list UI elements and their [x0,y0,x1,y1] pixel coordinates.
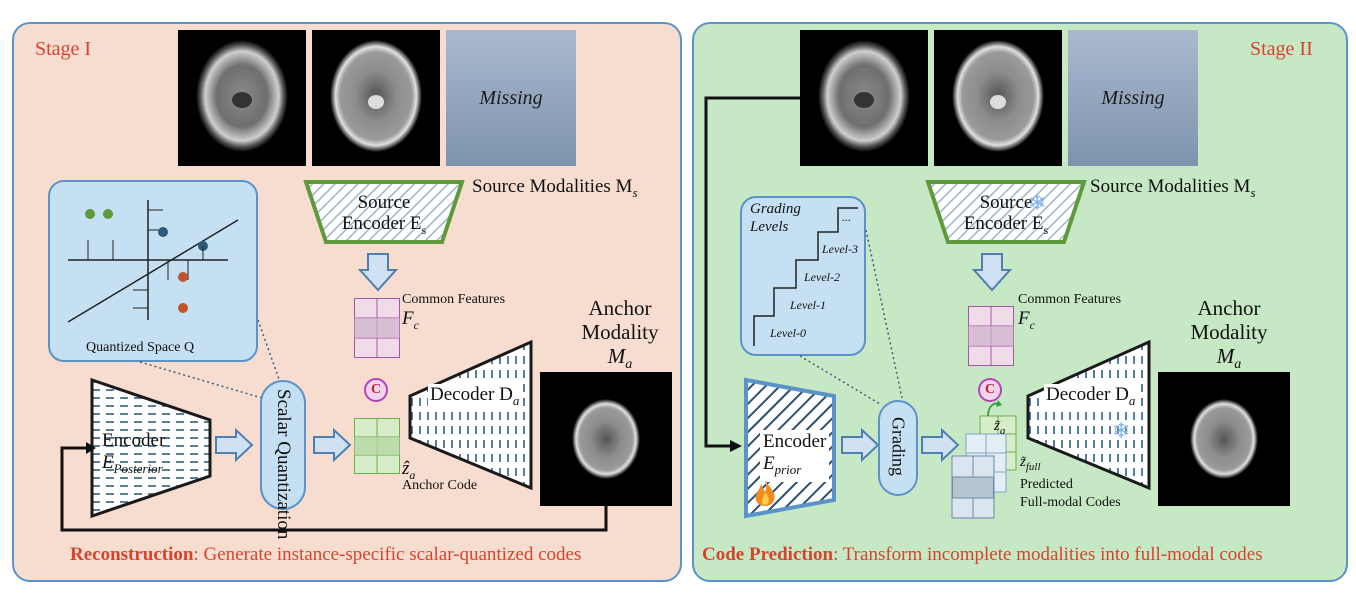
source-modalities-label: Source Modalities Ms [1090,176,1256,200]
anchor-code-label: Anchor Code [402,478,478,493]
down-arrow-icon [971,253,1013,292]
encoder-posterior-label: Encoder EPosterior [102,430,166,476]
right-arrow-icon [215,427,254,463]
source-encoder-shape [925,180,1087,244]
encoder-prior-label: Encoder Eprior [760,430,830,482]
anchor-mri-image [540,372,672,506]
level-more-label: ... [842,210,851,224]
scalar-quantization-pill [260,380,306,510]
common-features-label: Common Features [1018,292,1122,307]
za-label: z̃a [994,418,1006,437]
anchor-modality-label: Anchor Modality Ma [581,296,659,373]
feedback-loop-arrow [60,442,608,532]
mri-t1-image [178,30,306,166]
common-features-label: Common Features [402,292,506,307]
source-encoder-shape [303,180,465,244]
dotted-link-lines [139,319,281,399]
quantized-space-plot [67,200,239,323]
fc-label: Fc [1018,308,1035,332]
concat-icon: C [364,378,388,402]
fire-icon [755,480,775,506]
mri-t2-image [934,30,1062,166]
staircase-shape [753,207,858,346]
missing-modality: Missing [446,30,576,166]
stage2-title: Stage II [1250,38,1313,60]
mri-t1-image [800,30,928,166]
decoder-shape [1026,339,1151,491]
level-3-label: Level-3 [822,242,858,256]
predicted-codes-label: Predicted Full-modal Codes [1020,477,1121,510]
quantized-space-label: Quantized Space Q [86,340,195,355]
stage1-caption: Reconstruction: Generate instance-specif… [70,544,582,565]
snowflake-icon: ❄ [1112,418,1131,443]
level-1-label: Level-1 [790,298,826,312]
grading-label: Grading [888,417,909,476]
fc-label: Fc [402,308,419,332]
level-2-label: Level-2 [804,270,840,284]
anchor-modality-label: Anchor Modality Ma [1190,296,1268,373]
missing-modality: Missing [1068,30,1198,166]
source-modalities-label: Source Modalities Ms [472,176,638,200]
curved-arrow-icon [987,400,1002,417]
decoder-shape [408,339,533,491]
concat-icon: C [978,378,1002,402]
encoder-posterior-shape [90,377,212,519]
source-encoder-label: Source Encoder Es [341,192,427,237]
down-arrow-icon [357,253,399,292]
right-arrow-icon [921,427,960,463]
zfull-label: z̃full [1020,454,1041,473]
stage1-title: Stage I [35,38,92,60]
grading-levels-title: Grading Levels [750,201,801,235]
right-arrow-icon [313,427,352,463]
full-modal-code-stack [951,415,1017,519]
decoder-label: Decoder Da [1044,384,1138,409]
za-label: ẑa [402,458,416,482]
mri-t2-image [312,30,440,166]
grading-pill [878,400,918,496]
decoder-label: Decoder Da [428,384,522,409]
right-arrow-icon [841,427,880,463]
stage2-caption: Code Prediction: Transform incomplete mo… [702,544,1263,565]
level-0-label: Level-0 [770,326,806,340]
snowflake-icon: ❄ [1028,190,1047,215]
source-encoder-label: Source Encoder Es [963,192,1049,237]
grading-levels-box [740,196,866,356]
anchor-mri-image [1158,372,1290,506]
